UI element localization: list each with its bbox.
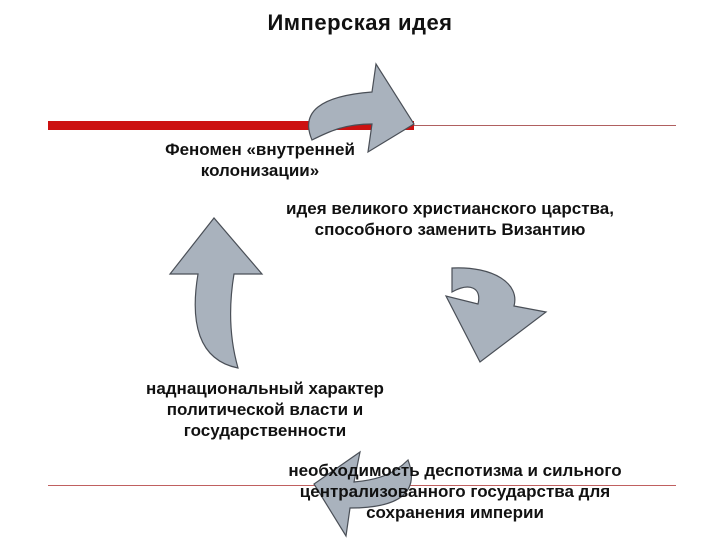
cycle-arrow-left xyxy=(168,217,264,369)
slide-title: Имперская идея xyxy=(267,10,453,35)
cycle-arrow-right xyxy=(444,267,548,363)
cycle-arrow-top xyxy=(308,62,415,154)
divider-line-top xyxy=(414,125,676,126)
node-christian-kingdom-idea: идея великого христианского царства, спо… xyxy=(286,199,614,239)
title-underline-bar xyxy=(48,121,414,130)
node-supranational-character: наднациональный характер политической вл… xyxy=(146,379,384,440)
node-phenomenon: Феномен «внутренней колонизации» xyxy=(165,140,355,180)
node-despotism-necessity: необходимость деспотизма и сильного цент… xyxy=(288,461,622,522)
cycle-arrow-bottom xyxy=(313,450,412,538)
